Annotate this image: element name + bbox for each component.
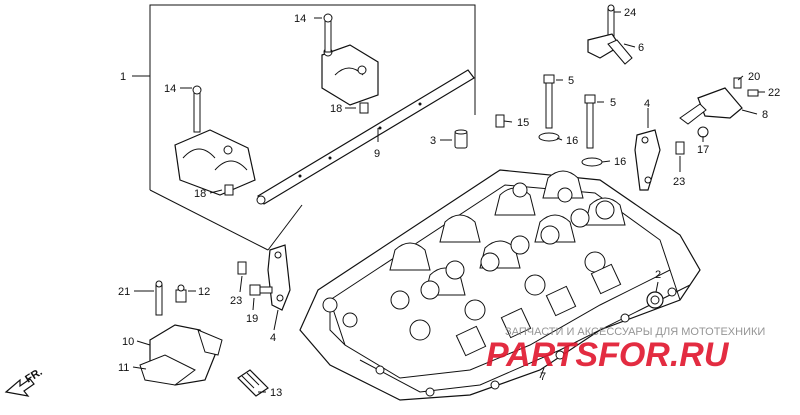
camshaft-holder-upper (321, 13, 379, 106)
callout-5-lower: 5 (610, 97, 616, 109)
sealing-bolt (454, 129, 468, 149)
camshaft-holder-lower (174, 85, 256, 196)
watermark-tagline: ЗАПЧАСТИ И АКСЕССУАРЫ ДЛЯ МОТОТЕХНИКИ (505, 326, 765, 338)
bolt-19 (249, 284, 273, 296)
thermo-assembly (679, 87, 743, 138)
dowel-pins (224, 102, 369, 196)
water-joint-lower (139, 284, 223, 386)
callout-16-upper: 16 (566, 135, 578, 147)
callout-1: 1 (120, 71, 126, 83)
callout-17: 17 (697, 144, 709, 156)
cylinder-head (299, 169, 701, 401)
assembly-boundary (132, 4, 476, 251)
plug (646, 291, 664, 309)
callout-8: 8 (762, 109, 768, 121)
watermark: ЗАПЧАСТИ И АКСЕССУАРЫ ДЛЯ МОТОТЕХНИКИ PA… (486, 326, 765, 374)
callout-19: 19 (246, 313, 258, 325)
callout-7: 7 (540, 371, 546, 383)
callout-labels: 1 2 3 4 4 5 5 6 7 8 9 10 11 12 13 14 14 … (118, 7, 780, 399)
leader-lines (132, 11, 765, 393)
callout-20: 20 (748, 71, 760, 83)
callout-22: 22 (768, 87, 780, 99)
watermark-brand: PARTSFOR.RU (486, 336, 730, 374)
callout-4-right: 4 (644, 98, 650, 110)
callout-18-upper: 18 (330, 103, 342, 115)
callout-13: 13 (270, 387, 282, 399)
callout-5-upper: 5 (568, 75, 574, 87)
callout-24: 24 (624, 7, 636, 19)
water-joint-upper (587, 33, 633, 65)
callout-3: 3 (430, 135, 436, 147)
callout-10: 10 (122, 336, 134, 348)
rocker-shaft (256, 69, 475, 205)
callout-11: 11 (118, 362, 129, 374)
callout-2: 2 (655, 269, 661, 281)
temperature-sensor (237, 369, 269, 397)
callout-23-left: 23 (230, 295, 242, 307)
callout-14-top: 14 (294, 13, 306, 25)
callout-18-lower: 18 (194, 188, 206, 200)
callout-16-lower: 16 (614, 156, 626, 168)
callout-4-left: 4 (270, 332, 276, 344)
callout-15: 15 (517, 117, 529, 129)
callout-6: 6 (638, 42, 644, 54)
small-bolts (155, 4, 759, 316)
front-direction-arrow: FR. (4, 366, 45, 397)
callout-9: 9 (374, 148, 380, 160)
callout-21: 21 (118, 286, 130, 298)
callout-23-right: 23 (673, 176, 685, 188)
engine-hangers (267, 129, 661, 311)
callout-14-left: 14 (164, 83, 176, 95)
head-bolts (538, 74, 603, 167)
callout-12: 12 (198, 286, 210, 298)
